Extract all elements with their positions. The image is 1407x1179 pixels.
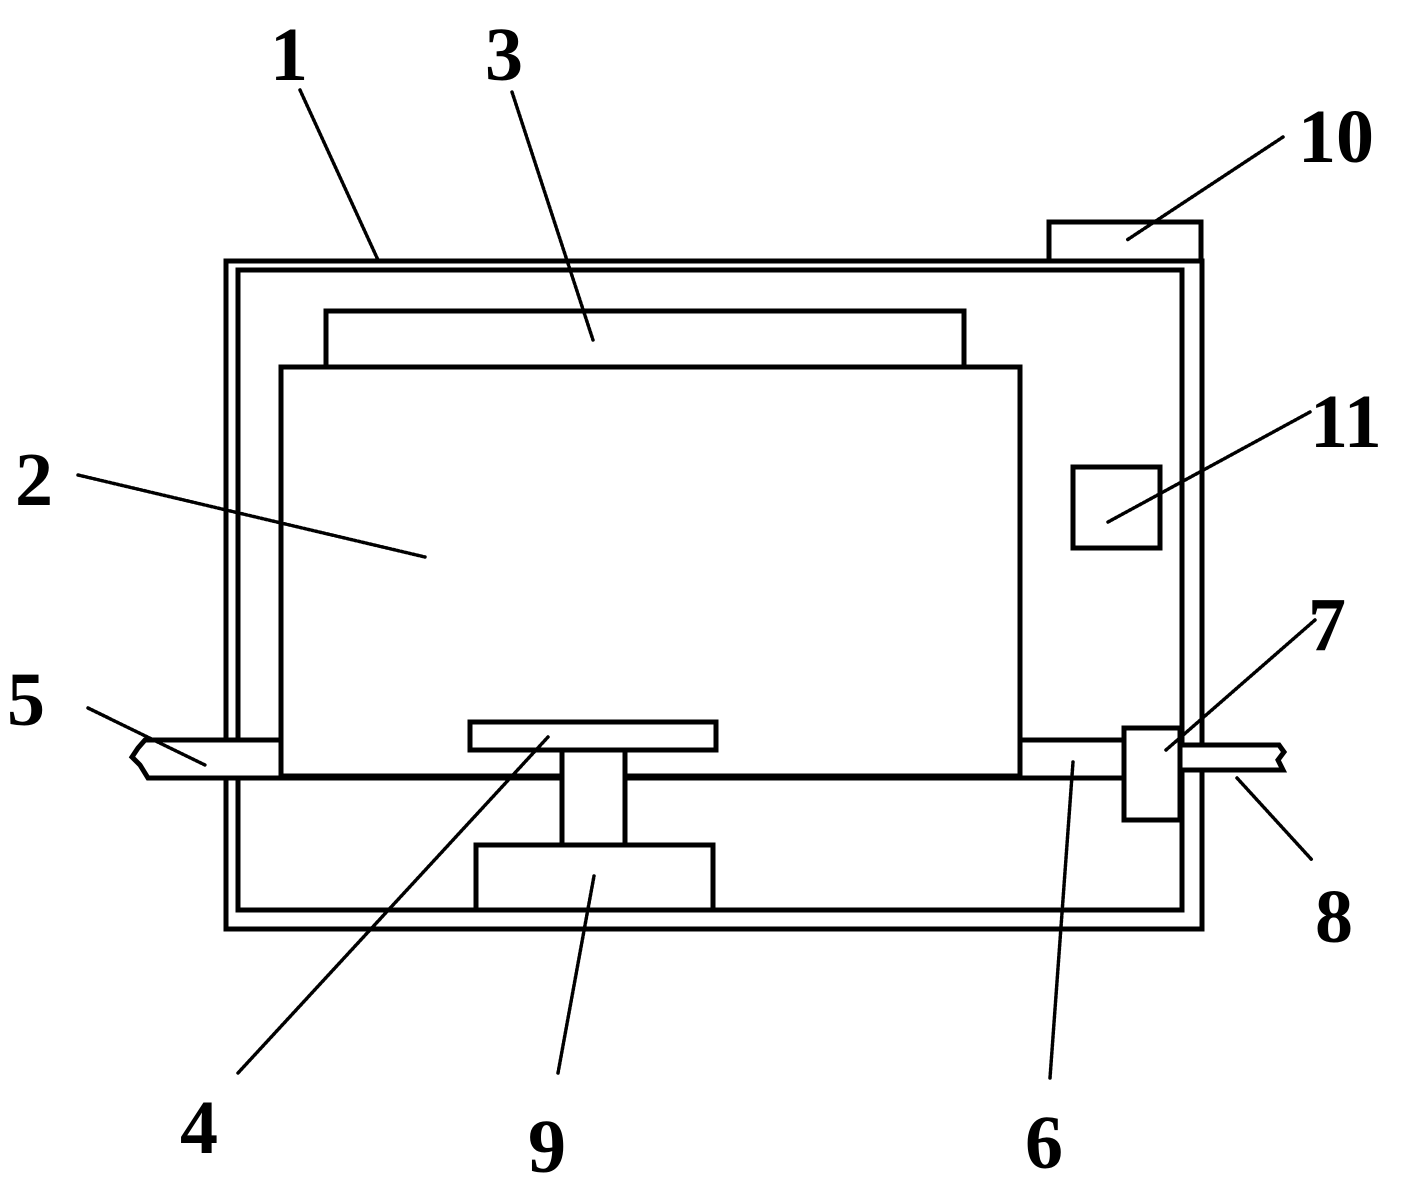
part-5-left-bar xyxy=(128,737,284,781)
leader-5 xyxy=(86,706,207,767)
part-3-top-plate xyxy=(323,308,967,371)
leader-2 xyxy=(76,473,427,559)
callout-2: 2 xyxy=(15,438,53,522)
part-8-right-bar-ext xyxy=(1177,742,1288,773)
callout-9: 9 xyxy=(528,1105,566,1179)
part-4-support-plate xyxy=(467,719,719,753)
callout-10: 10 xyxy=(1298,95,1374,179)
callout-3: 3 xyxy=(485,13,523,97)
support-column xyxy=(559,747,628,849)
callout-5: 5 xyxy=(7,658,45,742)
leader-7 xyxy=(1164,618,1317,752)
leader-6 xyxy=(1048,760,1075,1080)
callout-6: 6 xyxy=(1025,1101,1063,1179)
callout-11: 11 xyxy=(1310,380,1382,464)
part-2-main-body xyxy=(278,364,1023,779)
leader-1 xyxy=(298,88,380,262)
callout-8: 8 xyxy=(1315,875,1353,959)
leader-9 xyxy=(556,874,596,1075)
part-10-block xyxy=(1046,219,1204,265)
part-7-clamp xyxy=(1121,725,1183,823)
leader-8 xyxy=(1235,776,1314,862)
leader-3 xyxy=(510,90,595,342)
callout-4: 4 xyxy=(180,1086,218,1170)
leader-11 xyxy=(1106,410,1312,524)
part-11-box xyxy=(1070,464,1163,551)
leader-10 xyxy=(1125,135,1285,242)
leader-4 xyxy=(236,735,550,1075)
callout-1: 1 xyxy=(270,13,308,97)
callout-7: 7 xyxy=(1308,583,1346,667)
